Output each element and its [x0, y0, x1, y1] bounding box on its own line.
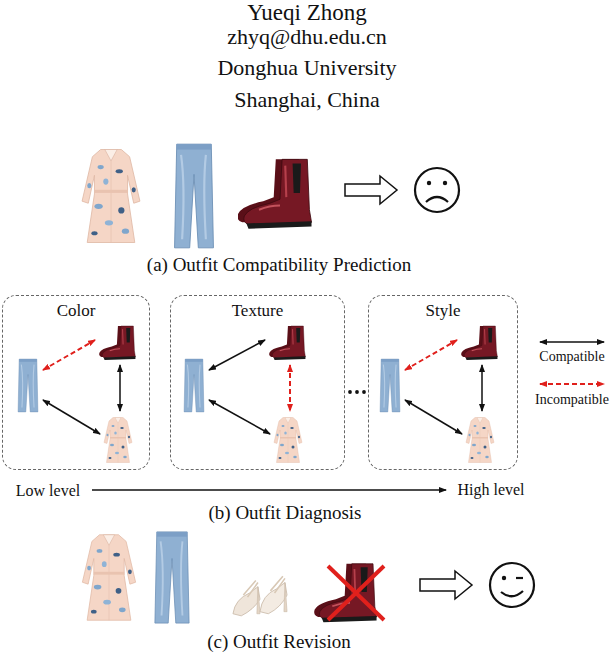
legend-incompatible-sample	[540, 383, 604, 385]
red-cross	[328, 566, 384, 620]
group-box: Color	[2, 295, 150, 470]
legend-text: Compatible	[539, 349, 604, 364]
jeans-image	[155, 532, 189, 623]
group-title: Texture	[171, 302, 344, 321]
legend-compatible-sample	[540, 341, 604, 343]
group-title: Style	[369, 302, 517, 321]
subfigure-caption: (c) Outfit Revision	[207, 632, 351, 653]
wink-face	[490, 563, 534, 607]
axis-label: Low level	[16, 482, 80, 500]
texture-group-items	[184, 326, 305, 462]
author-email: zhyq@dhu.edu.cn	[227, 25, 387, 49]
group-box: Texture	[170, 295, 345, 470]
axis-label: High level	[457, 481, 524, 499]
boots-image	[237, 159, 311, 228]
color-group-items	[18, 326, 135, 462]
author-affiliation: Donghua University	[217, 56, 396, 80]
hollow-arrow	[420, 571, 472, 599]
jeans-image	[175, 144, 214, 248]
subfigure-caption: (b) Outfit Diagnosis	[208, 503, 361, 524]
legend-text: Incompatible	[535, 392, 609, 407]
author-location: Shanghai, China	[234, 88, 379, 112]
dress-image	[82, 535, 135, 621]
group-title: Color	[3, 302, 149, 321]
subfigure-caption: (a) Outfit Compatibility Prediction	[147, 255, 411, 276]
boots-image	[314, 564, 376, 622]
group-box: Style	[368, 295, 518, 470]
heels-image	[233, 576, 287, 616]
author-name: Yueqi Zhong	[247, 0, 366, 25]
style-group-items	[380, 326, 497, 462]
level-arrow	[92, 489, 446, 491]
hollow-arrow	[345, 176, 397, 204]
ellipsis-dots	[348, 390, 366, 394]
dress-image	[82, 150, 140, 243]
sad-face	[415, 168, 459, 212]
